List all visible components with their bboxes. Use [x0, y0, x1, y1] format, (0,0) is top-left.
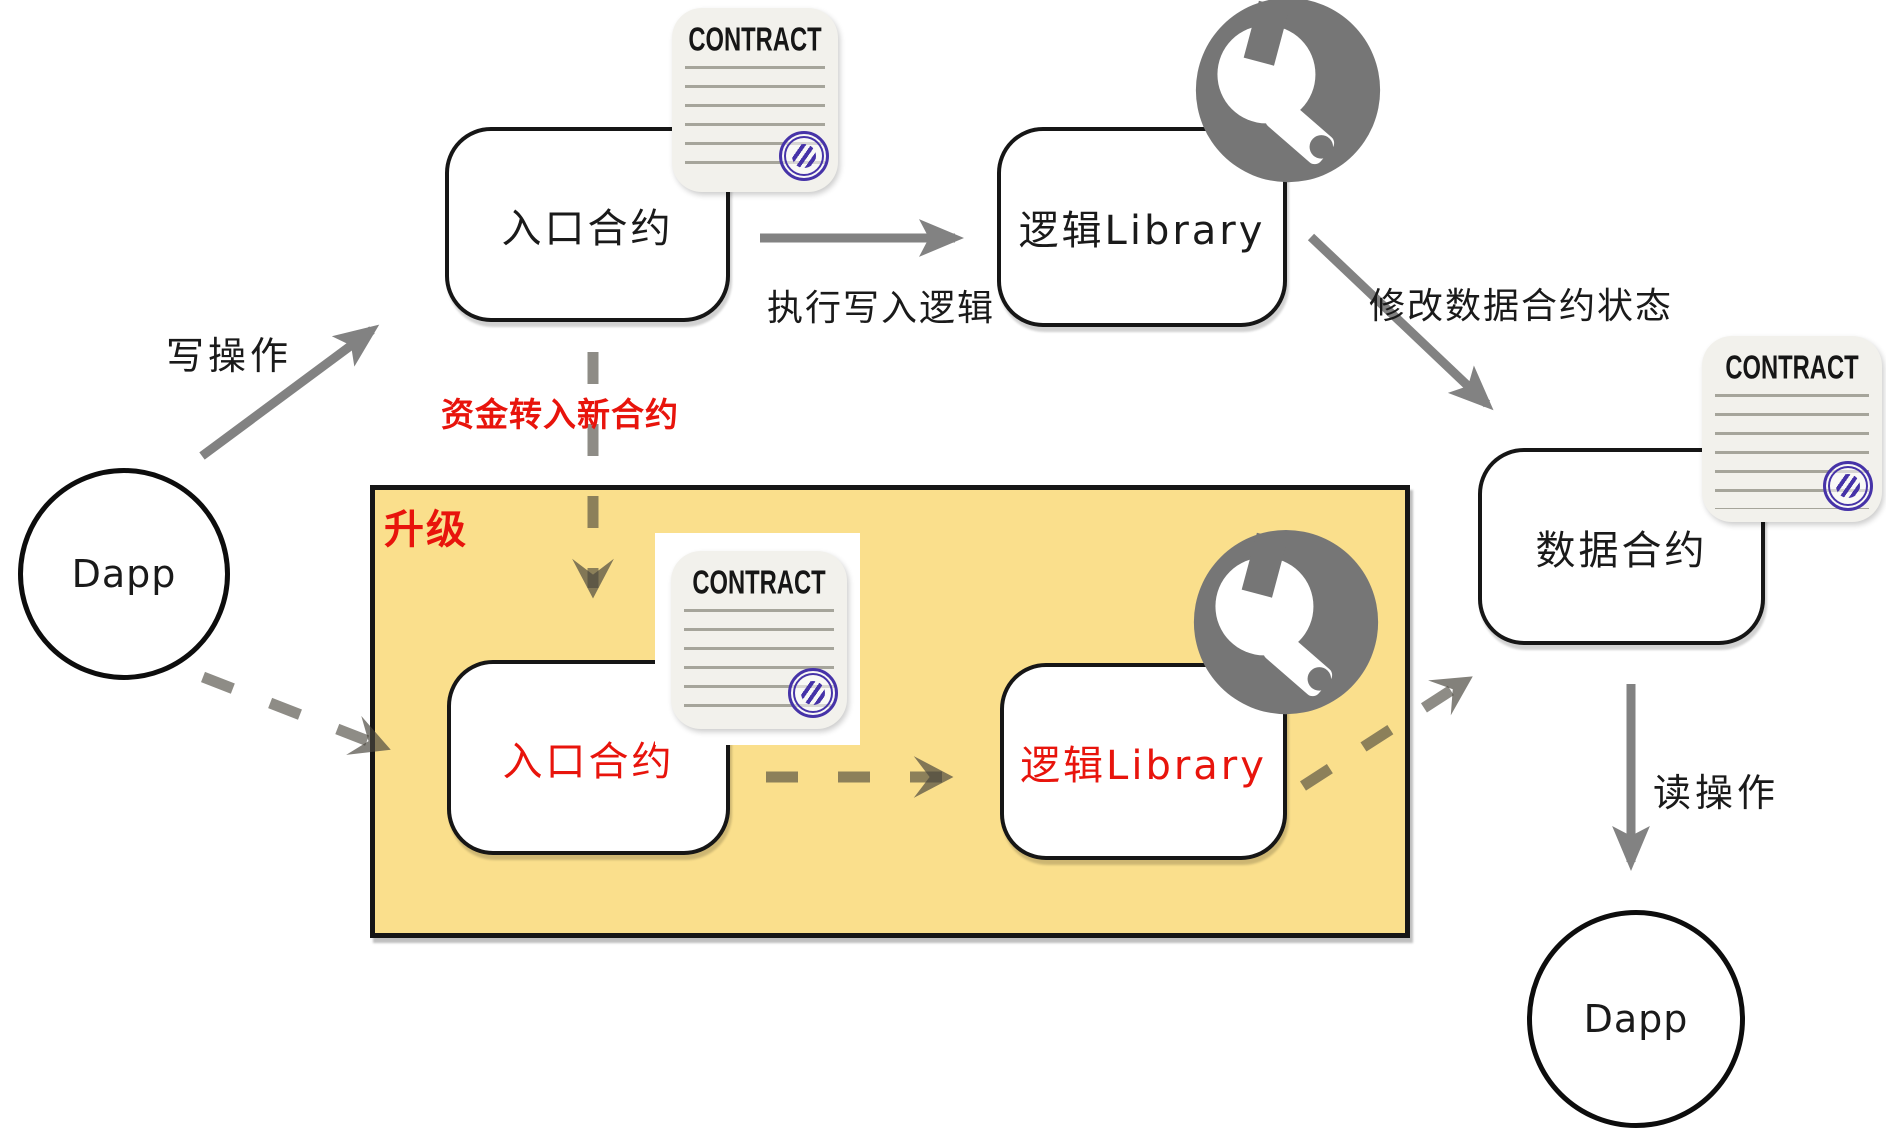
- contract-icon-title: CONTRACT: [692, 564, 826, 602]
- contract-icon-title: CONTRACT: [1725, 349, 1859, 387]
- contract-icon: CONTRACT: [1702, 336, 1882, 522]
- read-op-label: 读操作: [1653, 771, 1780, 815]
- funds-transfer-label: 资金转入新合约: [441, 395, 679, 434]
- contract-icon-title: CONTRACT: [688, 21, 822, 59]
- upgrade-region-label: 升级: [384, 507, 468, 553]
- contract-icon: CONTRACT: [671, 551, 847, 729]
- entry-contract-label: 入口合约: [501, 205, 674, 252]
- new-entry-contract-box: 入口合约: [447, 660, 730, 855]
- new-logic-to-data-arrow: [1300, 676, 1473, 791]
- write-op-label: 写操作: [166, 334, 293, 378]
- contract-icon: CONTRACT: [672, 8, 838, 192]
- dapp-left-node: Dapp: [18, 468, 230, 680]
- stamp-seal-icon: [779, 131, 829, 181]
- new-entry-contract-label: 入口合约: [502, 738, 675, 785]
- new-logic-library-label: 逻辑Library: [1020, 742, 1267, 789]
- modify-data-state-arrow: [1307, 233, 1494, 411]
- wrench-icon: [1195, 0, 1381, 183]
- stamp-seal-icon: [788, 668, 838, 718]
- logic-library-label: 逻辑Library: [1018, 208, 1266, 254]
- dapp-bottom-label: Dapp: [1583, 997, 1689, 1041]
- write-op-arrow: [199, 324, 380, 460]
- dapp-left-label: Dapp: [71, 552, 177, 596]
- dapp-bottom-node: Dapp: [1527, 910, 1745, 1128]
- modify-data-state-label: 修改数据合约状态: [1369, 286, 1674, 327]
- exec-write-logic-label: 执行写入逻辑: [767, 288, 996, 329]
- data-contract-label: 数据合约: [1535, 527, 1708, 574]
- dapp-to-new-entry-arrow: [201, 671, 391, 755]
- stamp-seal-icon: [1823, 461, 1873, 511]
- wrench-icon: [1193, 529, 1379, 715]
